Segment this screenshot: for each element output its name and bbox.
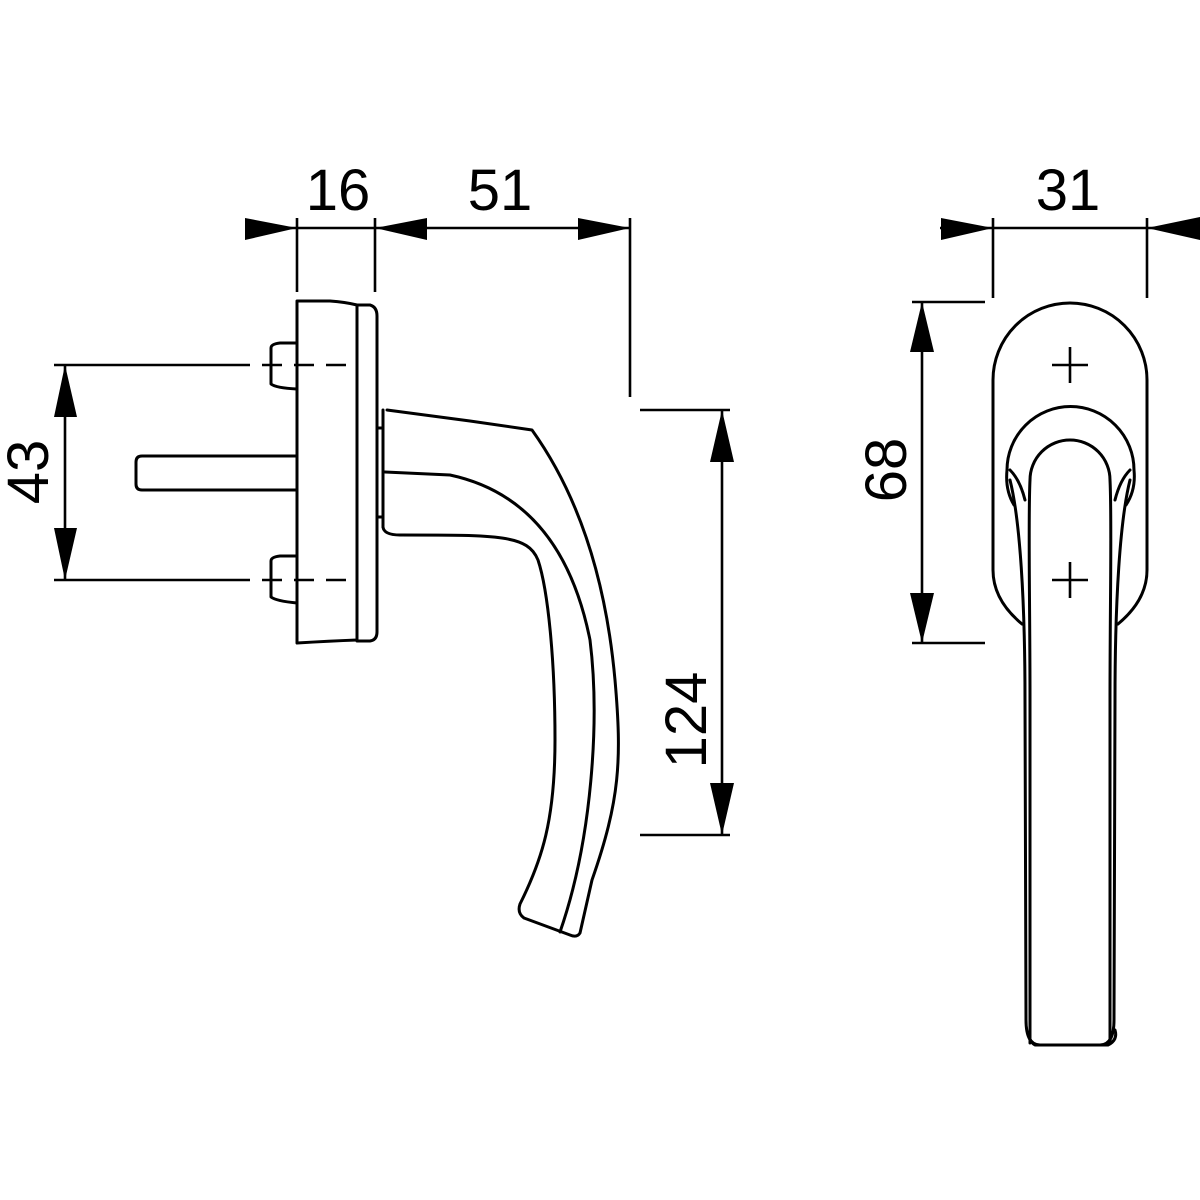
lever-front [1005,405,1136,1047]
arrow-icon [941,218,993,240]
arrow-icon [710,410,734,462]
arrow-icon [375,218,427,240]
dimension-handle-projection: 51 [468,158,632,397]
dimension-rose-depth: 16 [245,158,630,292]
dim-label-31: 31 [1036,158,1101,223]
square-spindle [134,454,299,492]
arrow-icon [54,528,77,580]
dimension-handle-length: 124 [640,408,734,837]
rose-outline [991,301,1149,626]
dim-label-51: 51 [468,158,533,223]
arrow-icon [710,783,734,835]
arrow-icon [910,593,934,643]
dim-label-124: 124 [654,672,719,769]
dim-label-16: 16 [306,158,371,223]
arrow-icon [910,302,934,352]
arrow-icon [578,218,630,240]
dimension-rose-height: 68 [854,300,985,645]
dim-label-43: 43 [0,440,61,505]
crosshair-icon [1052,562,1088,598]
rose-escutcheon [295,299,379,645]
screw-top [269,341,299,391]
arrow-icon [245,218,297,240]
crosshair-icon [1052,347,1088,383]
arrow-icon [1147,217,1200,240]
handle-grip [375,408,620,938]
front-view: 31 68 [854,158,1200,1047]
arrow-icon [54,365,77,417]
side-view: 16 51 43 [0,158,734,938]
dim-label-68: 68 [854,438,919,503]
dimension-screw-spacing: 43 [0,365,77,580]
screw-bottom [269,554,299,605]
dimension-rose-width: 31 [940,158,1200,298]
